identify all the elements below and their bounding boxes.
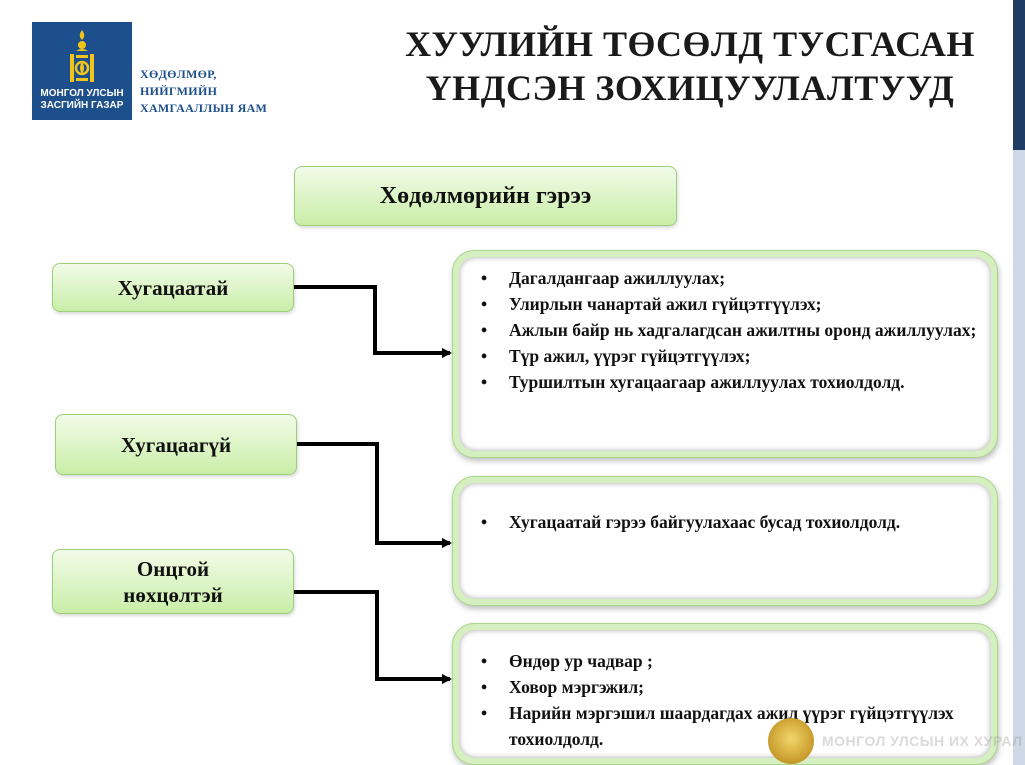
category-label-line: Хугацаатай — [117, 275, 229, 300]
side-accent-bar-top — [1013, 0, 1025, 150]
bullet-icon: • — [481, 512, 488, 532]
list-item: • Нарийн мэргэшил шаардагдах ажил үүрэг г… — [473, 700, 981, 752]
category-label: Хугацаагүй — [121, 432, 231, 458]
bullet-icon: • — [481, 320, 488, 340]
details-panel: • Хугацаатай гэрээ байгуулахаас бусад тох… — [459, 483, 991, 599]
list-item: • Ховор мэргэжил; — [473, 674, 981, 700]
bullet-icon: • — [481, 372, 488, 392]
list-item: • Түр ажил, үүрэг гүйцэтгүүлэх; — [473, 343, 981, 369]
side-accent-bar-bottom — [1013, 150, 1025, 765]
list-item-text: Дагалдангаар ажиллуулах; — [509, 268, 726, 288]
category-box-fixed-term: Хугацаатай — [52, 263, 294, 312]
connector-arrow-indefinite — [297, 442, 452, 548]
list-item-text: Нарийн мэргэшил шаардагдах ажил үүрэг гү… — [509, 703, 954, 749]
logo-caption-line: МОНГОЛ УЛСЫН — [40, 88, 124, 99]
logo-caption-line: ЗАСГИЙН ГАЗАР — [40, 100, 124, 111]
ministry-name-line: ХӨДӨЛМӨР, — [140, 67, 217, 81]
connector-arrow-special — [294, 590, 452, 684]
slide-title-line: ҮНДСЭН ЗОХИЦУУЛАЛТУУД — [425, 68, 955, 108]
list-item: • Хугацаатай гэрээ байгуулахаас бусад тох… — [473, 509, 981, 535]
bullet-icon: • — [481, 703, 488, 723]
list-item-text: Өндөр ур чадвар ; — [509, 651, 653, 671]
ministry-name-line: НИЙГМИЙН — [140, 84, 218, 98]
category-label-line: Онцгой — [136, 556, 210, 581]
parliament-seal-icon — [768, 718, 814, 764]
details-box-special-conditions: • Өндөр ур чадвар ; • Ховор мэргэжил; • Нар… — [452, 623, 998, 765]
category-label: Хугацаатай — [118, 275, 229, 301]
details-panel: • Өндөр ур чадвар ; • Ховор мэргэжил; • Нар… — [459, 630, 991, 758]
list-item-text: Түр ажил, үүрэг гүйцэтгүүлэх; — [509, 346, 751, 366]
bullet-icon: • — [481, 346, 488, 366]
bullet-icon: • — [481, 677, 488, 697]
details-box-fixed-term: • Дагалдангаар ажиллуулах; • Улирлын чанар… — [452, 250, 998, 458]
list-item-text: Улирлын чанартай ажил гүйцэтгүүлэх; — [509, 294, 822, 314]
category-label-line: нөхцөлтэй — [123, 582, 223, 607]
slide-title-line: ХУУЛИЙН ТӨСӨЛД ТУСГАСАН — [405, 24, 975, 64]
list-item: • Ажлын байр нь хадгалагдсан ажилтны орон… — [473, 317, 981, 343]
details-list: • Хугацаатай гэрээ байгуулахаас бусад тох… — [473, 509, 981, 535]
soyombo-emblem-icon — [70, 30, 94, 82]
logo-caption: МОНГОЛ УЛСЫН ЗАСГИЙН ГАЗАР — [32, 88, 132, 112]
list-item-text: Хугацаатай гэрээ байгуулахаас бусад тохи… — [509, 512, 901, 532]
ministry-name: ХӨДӨЛМӨР, НИЙГМИЙН ХАМГААЛЛЫН ЯАМ — [140, 66, 267, 117]
ministry-name-line: ХАМГААЛЛЫН ЯАМ — [140, 101, 268, 115]
list-item-text: Туршилтын хугацаагаар ажиллуулах тохиолд… — [509, 372, 905, 392]
category-label: Онцгой нөхцөлтэй — [123, 556, 223, 608]
details-list: • Өндөр ур чадвар ; • Ховор мэргэжил; • Нар… — [473, 648, 981, 752]
parliament-watermark: МОНГОЛ УЛСЫН ИХ ХУРАЛ — [822, 733, 1023, 749]
list-item-text: Ховор мэргэжил; — [509, 677, 644, 697]
category-label-line: Хугацаагүй — [120, 432, 232, 457]
list-item-text: Ажлын байр нь хадгалагдсан ажилтны оронд… — [509, 320, 977, 340]
connector-arrow-fixed-term — [294, 285, 452, 358]
details-panel: • Дагалдангаар ажиллуулах; • Улирлын чанар… — [459, 257, 991, 451]
category-box-special-conditions: Онцгой нөхцөлтэй — [52, 549, 294, 614]
employment-contract-box: Хөдөлмөрийн гэрээ — [294, 166, 677, 226]
government-logo: МОНГОЛ УЛСЫН ЗАСГИЙН ГАЗАР — [32, 22, 132, 120]
list-item: • Улирлын чанартай ажил гүйцэтгүүлэх; — [473, 291, 981, 317]
bullet-icon: • — [481, 268, 488, 288]
category-box-indefinite: Хугацаагүй — [55, 414, 297, 475]
employment-contract-label: Хөдөлмөрийн гэрээ — [379, 182, 592, 209]
bullet-icon: • — [481, 651, 488, 671]
bullet-icon: • — [481, 294, 488, 314]
list-item: • Дагалдангаар ажиллуулах; — [473, 265, 981, 291]
list-item: • Туршилтын хугацаагаар ажиллуулах тохиол… — [473, 369, 981, 395]
details-box-indefinite: • Хугацаатай гэрээ байгуулахаас бусад тох… — [452, 476, 998, 606]
list-item: • Өндөр ур чадвар ; — [473, 648, 981, 674]
slide-title: ХУУЛИЙН ТӨСӨЛД ТУСГАСАН ҮНДСЭН ЗОХИЦУУЛА… — [380, 22, 1000, 110]
details-list: • Дагалдангаар ажиллуулах; • Улирлын чанар… — [473, 265, 981, 395]
